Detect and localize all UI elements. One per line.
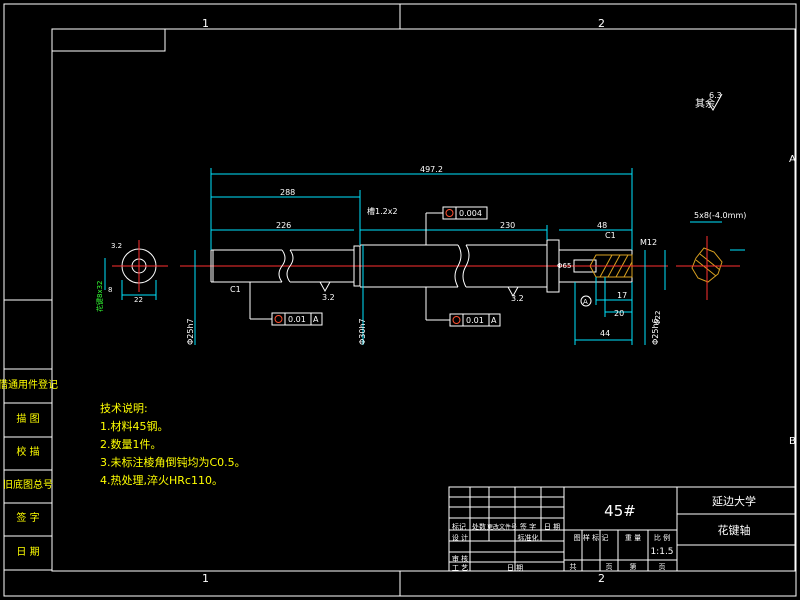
- dim-20: 20: [614, 309, 624, 318]
- left-end-view: 22 3.2 8 花键8x32: [95, 240, 168, 312]
- title-date-label: 日 期: [507, 564, 523, 572]
- title-designer-label: 审 核: [452, 554, 468, 563]
- dim-288: 288: [280, 188, 295, 197]
- tolerance-frame-left: 0.01 A: [249, 282, 323, 326]
- side-table-cell: 日 期: [16, 546, 39, 558]
- side-table-cell: 描 图: [16, 412, 39, 425]
- roughness-label: 其余: [695, 97, 715, 110]
- zone-label-a: A: [789, 154, 796, 165]
- dim-right-small: Φ22: [654, 311, 662, 325]
- tolerance-frame-mid: 0.01 A: [425, 287, 501, 327]
- shaft-body: [210, 239, 633, 293]
- title-block: [448, 486, 796, 572]
- side-table-cell: 签 字: [16, 511, 39, 524]
- zone-label-top-1: 1: [202, 17, 209, 30]
- inner-frame: [51, 28, 796, 572]
- tolerance-datum: A: [313, 315, 319, 324]
- side-table-cell: 借通用件登记: [0, 378, 58, 391]
- title-bottom-label: 共: [570, 562, 577, 571]
- title-designer-label: 工 艺: [452, 564, 468, 572]
- dim-section-b: 5x8(-4.0mm): [694, 211, 746, 220]
- roughness-mark: [319, 281, 331, 293]
- title-row-label: 更改文件号: [487, 523, 517, 531]
- title-school: 延边大学: [712, 494, 756, 508]
- tolerance-datum: A: [491, 316, 497, 325]
- dim-overall: 497.2: [420, 165, 443, 174]
- tech-note-item: 1.材料45钢。: [100, 419, 169, 433]
- zone-label-bottom-2: 2: [598, 572, 605, 585]
- tech-note-item: 4.热处理,淬火HRc110。: [100, 473, 223, 487]
- dim-17: 17: [617, 291, 627, 300]
- dim-48: 48: [597, 221, 607, 230]
- title-row-label: 标记: [452, 522, 466, 531]
- tech-notes-title: 技术说明:: [100, 401, 148, 415]
- title-designer-label: 设 计: [452, 533, 468, 542]
- roughness-mark: [507, 286, 519, 298]
- title-part-name: 花键轴: [718, 523, 751, 537]
- zone-label-top-2: 2: [598, 17, 605, 30]
- dim-22: 22: [134, 296, 143, 304]
- side-table: 借通用件登记 描 图 校 描 旧底图总号 签 字 日 期: [0, 368, 58, 571]
- tolerance-frame-top: 0.004: [425, 206, 488, 245]
- title-stage-label: 图 样 标 记: [574, 533, 609, 542]
- right-section-view: [676, 221, 745, 300]
- datum-a: A: [580, 295, 592, 307]
- dim-right-dia: Φ25h6: [651, 318, 660, 345]
- top-left-box: [51, 28, 166, 52]
- title-row-label: 处数: [472, 522, 486, 531]
- dim-44: 44: [600, 329, 610, 338]
- title-scale: 1:1.5: [650, 547, 673, 557]
- title-material: 45#: [604, 502, 636, 520]
- dim-chamfer-left: C1: [230, 285, 241, 294]
- dim-thread: M12: [640, 238, 657, 247]
- title-std-label: 标准化: [518, 533, 539, 542]
- roughness-value: 6.3: [709, 91, 722, 100]
- tech-notes: 技术说明: 1.材料45钢。 2.数量1件。 3.未标注棱角倒钝均为C0.5。 …: [100, 401, 246, 487]
- side-table-cell: 校 描: [16, 445, 39, 458]
- dim-groove: 槽1.2x2: [367, 206, 398, 216]
- dim-key-b: 8: [108, 286, 112, 294]
- tolerance-value: 0.01: [466, 316, 484, 325]
- title-bottom-label: 第: [630, 562, 637, 571]
- title-stage-label: 重 量: [625, 534, 641, 542]
- dim-chamfer-right: C1: [605, 231, 616, 240]
- tech-note-item: 3.未标注棱角倒钝均为C0.5。: [100, 455, 246, 469]
- title-row-label: 签 字: [520, 522, 536, 531]
- roughness-symbol: 6.3 其余: [695, 91, 723, 111]
- tolerance-value: 0.01: [288, 315, 306, 324]
- title-bottom-label: 页: [659, 563, 666, 571]
- svg-text:A: A: [583, 298, 588, 306]
- title-bottom-label: 页: [606, 563, 613, 571]
- zone-label-bottom-1: 1: [202, 572, 209, 585]
- dim-rough-mid: 3.2: [511, 294, 524, 303]
- dim-mid-dia: Φ30h7: [358, 318, 367, 345]
- dim-230: 230: [500, 221, 515, 230]
- dim-dia-65: Φ65: [557, 262, 571, 270]
- left-view-spline: 花键8x32: [95, 280, 104, 312]
- dim-left-dia: Φ25h7: [186, 318, 195, 345]
- dimension-lines: [194, 168, 666, 345]
- title-stage-label: 比 例: [654, 533, 670, 542]
- dim-226: 226: [276, 221, 291, 230]
- tolerance-value: 0.004: [459, 209, 482, 218]
- side-table-cell: 旧底图总号: [3, 478, 53, 491]
- title-row-label: 日 期: [544, 523, 560, 531]
- dim-key-a: 3.2: [111, 242, 122, 250]
- dim-rough-left: 3.2: [322, 293, 335, 302]
- tech-note-item: 2.数量1件。: [100, 438, 162, 451]
- zone-label-b: B: [789, 436, 796, 447]
